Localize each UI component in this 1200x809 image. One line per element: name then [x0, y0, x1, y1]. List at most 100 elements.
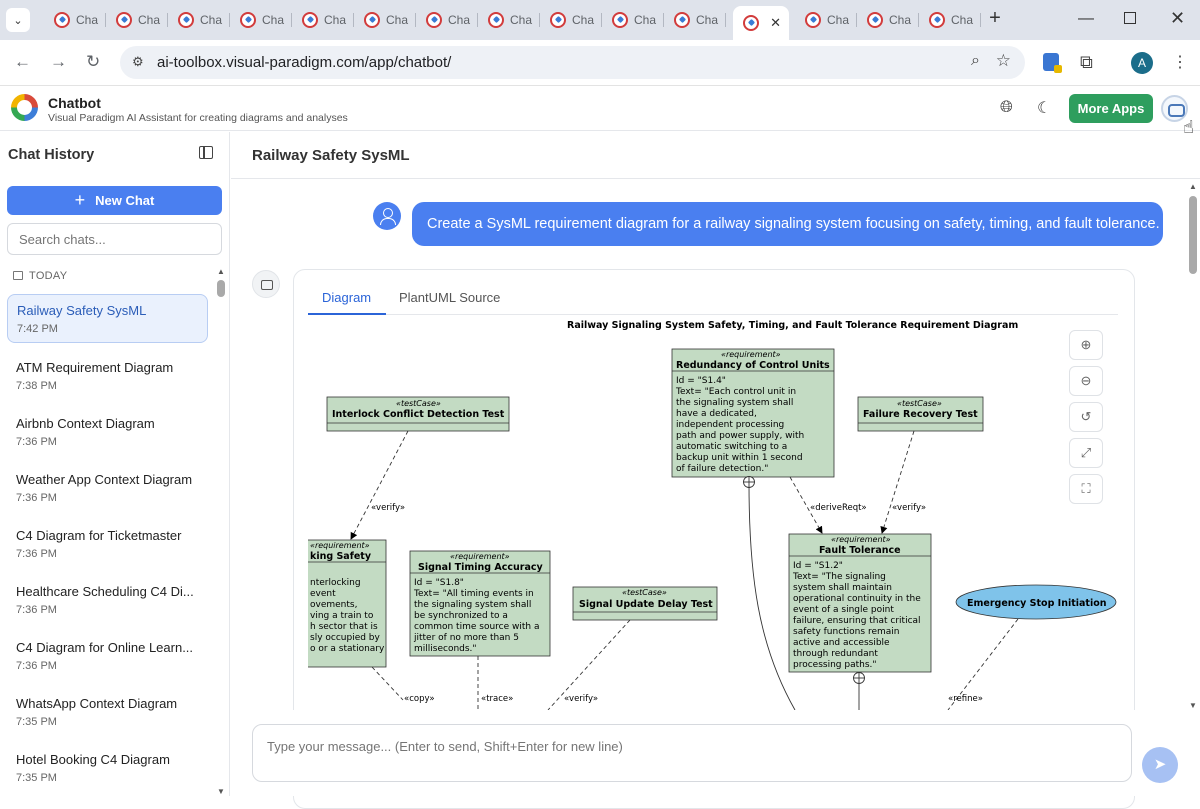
back-icon[interactable]: ←	[14, 52, 31, 72]
rel-label-verify: «verify»	[892, 503, 926, 513]
address-bar: ← → ↻ ⚙ ai-toolbox.visual-paradigm.com/a…	[0, 40, 1200, 86]
browser-tab[interactable]: Cha	[540, 6, 602, 34]
testcase-interlock: «testCase» Interlock Conflict Detection …	[327, 397, 509, 431]
tab-search-icon[interactable]: ⌄	[6, 8, 30, 32]
divider	[231, 178, 1200, 179]
extension-icon[interactable]	[1043, 53, 1059, 71]
browser-tab[interactable]: Cha	[168, 6, 230, 34]
calendar-icon	[13, 271, 23, 280]
omnibox[interactable]: ⚙ ai-toolbox.visual-paradigm.com/app/cha…	[120, 46, 1025, 79]
browser-tab[interactable]: Cha	[602, 6, 664, 34]
reload-icon[interactable]: ↻	[86, 52, 100, 72]
chat-item-time: 7:42 PM	[17, 323, 198, 335]
minimize-icon[interactable]: —	[1078, 10, 1094, 28]
bookmark-star-icon[interactable]: ☆	[996, 51, 1011, 71]
stereotype-label: «testCase»	[396, 399, 441, 408]
scroll-thumb[interactable]	[1189, 196, 1197, 274]
search-chats-input[interactable]	[7, 223, 222, 255]
scroll-thumb[interactable]	[217, 280, 225, 297]
usecase-emergency-stop: Emergency Stop Initiation	[956, 585, 1116, 619]
browser-tab[interactable]: Cha	[857, 6, 919, 34]
browser-tab-active[interactable]: ✕	[733, 6, 789, 40]
browser-tab[interactable]: Cha	[478, 6, 540, 34]
chat-item[interactable]: ATM Requirement Diagram7:38 PM	[7, 350, 208, 406]
testcase-name: Failure Recovery Test	[863, 409, 978, 420]
chat-item-time: 7:36 PM	[16, 548, 199, 560]
tab-plantuml-source[interactable]: PlantUML Source	[399, 290, 500, 305]
dark-mode-moon-icon[interactable]: ☾	[1037, 98, 1051, 118]
chat-item[interactable]: Hotel Booking C4 Diagram7:35 PM	[7, 742, 208, 798]
browser-tab-label: Cha	[572, 13, 594, 27]
chat-item[interactable]: C4 Diagram for Online Learn...7:36 PM	[7, 630, 208, 686]
more-apps-button[interactable]: More Apps	[1069, 94, 1153, 123]
browser-menu-icon[interactable]: ⋮	[1172, 52, 1188, 72]
zoom-out-icon[interactable]: ⊖	[1069, 366, 1103, 396]
browser-tab[interactable]: Cha	[292, 6, 354, 34]
fit-screen-icon[interactable]: ⤢	[1069, 438, 1103, 468]
page-title: Railway Safety SysML	[252, 147, 410, 164]
new-tab-button[interactable]: +	[984, 8, 1006, 30]
reset-view-icon[interactable]: ↺	[1069, 402, 1103, 432]
fullscreen-icon[interactable]: ⛶	[1069, 474, 1103, 504]
language-globe-icon[interactable]: 🌐︎	[1000, 99, 1013, 117]
testcase-name: Interlock Conflict Detection Test	[332, 409, 505, 420]
sidebar-scrollbar[interactable]: ▲ ▼	[215, 267, 227, 796]
stereotype-label: «requirement»	[831, 535, 891, 544]
message-input-bar: ➤	[231, 710, 1200, 796]
requirement-fault-tolerance: «requirement» Fault Tolerance Id = "S1.2…	[789, 534, 931, 672]
section-today: TODAY	[13, 270, 67, 282]
send-button[interactable]: ➤	[1142, 747, 1178, 783]
close-window-icon[interactable]: ✕	[1170, 8, 1185, 29]
browser-tab[interactable]: Cha	[106, 6, 168, 34]
zoom-icon[interactable]: ⌕	[971, 52, 980, 70]
chat-item-active[interactable]: Railway Safety SysML7:42 PM	[7, 294, 208, 343]
close-tab-icon[interactable]: ✕	[770, 15, 781, 31]
chatbot-favicon-icon	[743, 15, 759, 31]
stereotype-label: «testCase»	[897, 399, 942, 408]
profile-avatar[interactable]: A	[1131, 52, 1153, 74]
chatbot-favicon-icon	[426, 12, 442, 28]
browser-tab[interactable]: Cha	[44, 6, 106, 34]
chat-item[interactable]: WhatsApp Context Diagram7:35 PM	[7, 686, 208, 742]
scroll-up-icon[interactable]: ▲	[217, 267, 225, 276]
chat-item-title: ATM Requirement Diagram	[16, 360, 199, 375]
browser-tab[interactable]: Cha	[354, 6, 416, 34]
scroll-up-icon[interactable]: ▲	[1189, 182, 1197, 191]
chatbot-favicon-icon	[674, 12, 690, 28]
rel-label-refine: «refine»	[948, 694, 983, 704]
maximize-icon[interactable]	[1124, 12, 1136, 24]
chat-item[interactable]: C4 Diagram for Ticketmaster7:36 PM	[7, 518, 208, 574]
testcase-name: Signal Update Delay Test	[579, 599, 713, 610]
rel-label-copy: «copy»	[404, 694, 435, 704]
chat-item[interactable]: Airbnb Context Diagram7:36 PM	[7, 406, 208, 462]
url-text[interactable]: ai-toolbox.visual-paradigm.com/app/chatb…	[157, 54, 451, 71]
browser-tab-label: Cha	[696, 13, 718, 27]
browser-tab[interactable]: Cha	[230, 6, 292, 34]
browser-tab-label: Cha	[510, 13, 532, 27]
tab-diagram[interactable]: Diagram	[322, 290, 371, 305]
tab-separator	[725, 13, 726, 27]
requirement-name: king Safety	[310, 551, 372, 562]
sidebar-toggle-icon[interactable]	[199, 146, 213, 159]
site-settings-icon[interactable]: ⚙	[132, 54, 144, 70]
chat-item-title: Airbnb Context Diagram	[16, 416, 199, 431]
message-input[interactable]	[252, 724, 1132, 782]
requirement-locking-safety: «requirement» king Safety nterlocking ev…	[308, 540, 386, 667]
browser-tab[interactable]: Cha	[795, 6, 857, 34]
chatbot-favicon-icon	[929, 12, 945, 28]
scroll-down-icon[interactable]: ▼	[217, 787, 225, 796]
visual-paradigm-logo	[11, 94, 38, 121]
chat-item[interactable]: Healthcare Scheduling C4 Di...7:36 PM	[7, 574, 208, 630]
forward-icon[interactable]: →	[50, 52, 67, 72]
chat-item[interactable]: Weather App Context Diagram7:36 PM	[7, 462, 208, 518]
scroll-down-icon[interactable]: ▼	[1189, 701, 1197, 710]
chatbot-favicon-icon	[116, 12, 132, 28]
usecase-name: Emergency Stop Initiation	[967, 598, 1107, 609]
browser-tab[interactable]: Cha	[416, 6, 478, 34]
browser-tab[interactable]: Cha	[664, 6, 726, 34]
zoom-in-icon[interactable]: ⊕	[1069, 330, 1103, 360]
extensions-puzzle-icon[interactable]: ⧉	[1080, 52, 1093, 73]
main-scrollbar[interactable]: ▲ ▼	[1187, 180, 1199, 710]
new-chat-button[interactable]: + New Chat	[7, 186, 222, 215]
browser-tab[interactable]: Cha	[919, 6, 981, 34]
